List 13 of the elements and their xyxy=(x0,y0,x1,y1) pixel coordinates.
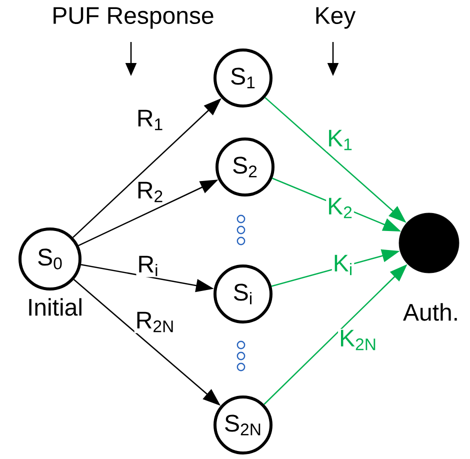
column-heading: PUF Response xyxy=(54,7,214,29)
column-heading: Key xyxy=(316,7,356,29)
edge-label: R$_{1}$ xyxy=(135,108,165,132)
edge-label: R$_{i}$ xyxy=(136,254,160,278)
filled-circle xyxy=(398,212,460,274)
edge-label: K$_{i}$ xyxy=(332,254,354,276)
edge-label: R$_{2}$ xyxy=(135,180,165,204)
edge-label: K$_{1}$ xyxy=(326,128,354,152)
edge-label: R$_{2N}$ xyxy=(134,310,176,334)
node-caption: Initial xyxy=(29,298,82,316)
node-caption: Auth. xyxy=(403,303,457,321)
edge-label: K$_{2N}$ xyxy=(338,328,378,352)
edge-label: K$_{2}$ xyxy=(326,196,354,220)
